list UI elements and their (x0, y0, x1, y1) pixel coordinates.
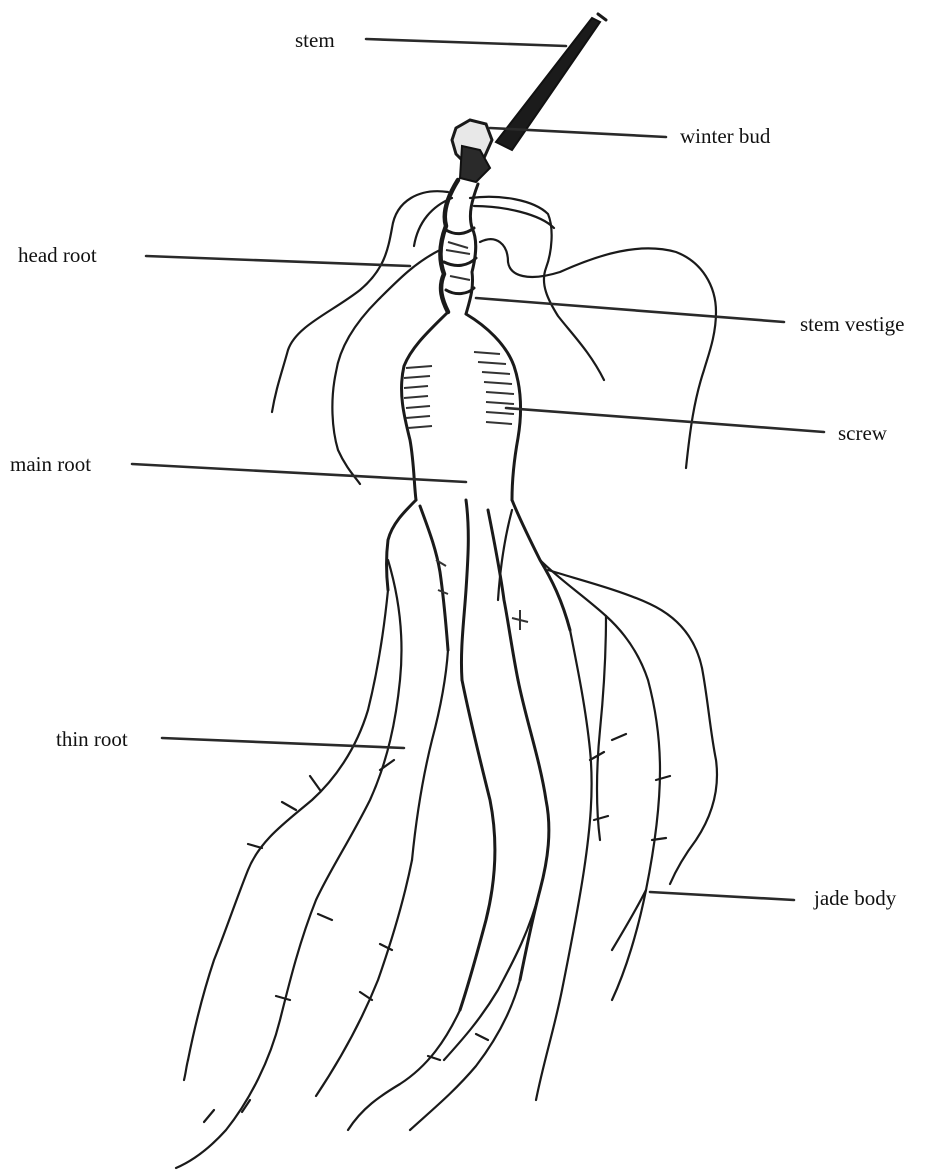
head-roots-drawing (272, 191, 716, 484)
leader-head-root (146, 256, 410, 266)
winter-bud-drawing (452, 120, 492, 182)
screw-rings (404, 352, 514, 428)
label-screw: screw (838, 423, 887, 444)
root-legs-drawing (387, 500, 571, 1010)
label-winter-bud: winter bud (680, 126, 770, 147)
label-main-root: main root (10, 454, 91, 475)
leader-stem-vestige (476, 298, 784, 322)
label-head-root: head root (18, 245, 97, 266)
label-jade-body: jade body (814, 888, 896, 909)
thin-roots-drawing (176, 560, 717, 1168)
label-stem-vestige: stem vestige (800, 314, 904, 335)
main-root-drawing (402, 312, 521, 500)
leader-screw (506, 408, 824, 432)
leader-jade-body (650, 892, 794, 900)
label-thin-root: thin root (56, 729, 128, 750)
leader-thin-root (162, 738, 404, 748)
leader-stem (366, 39, 566, 46)
leader-main-root (132, 464, 466, 482)
label-stem: stem (295, 30, 335, 51)
